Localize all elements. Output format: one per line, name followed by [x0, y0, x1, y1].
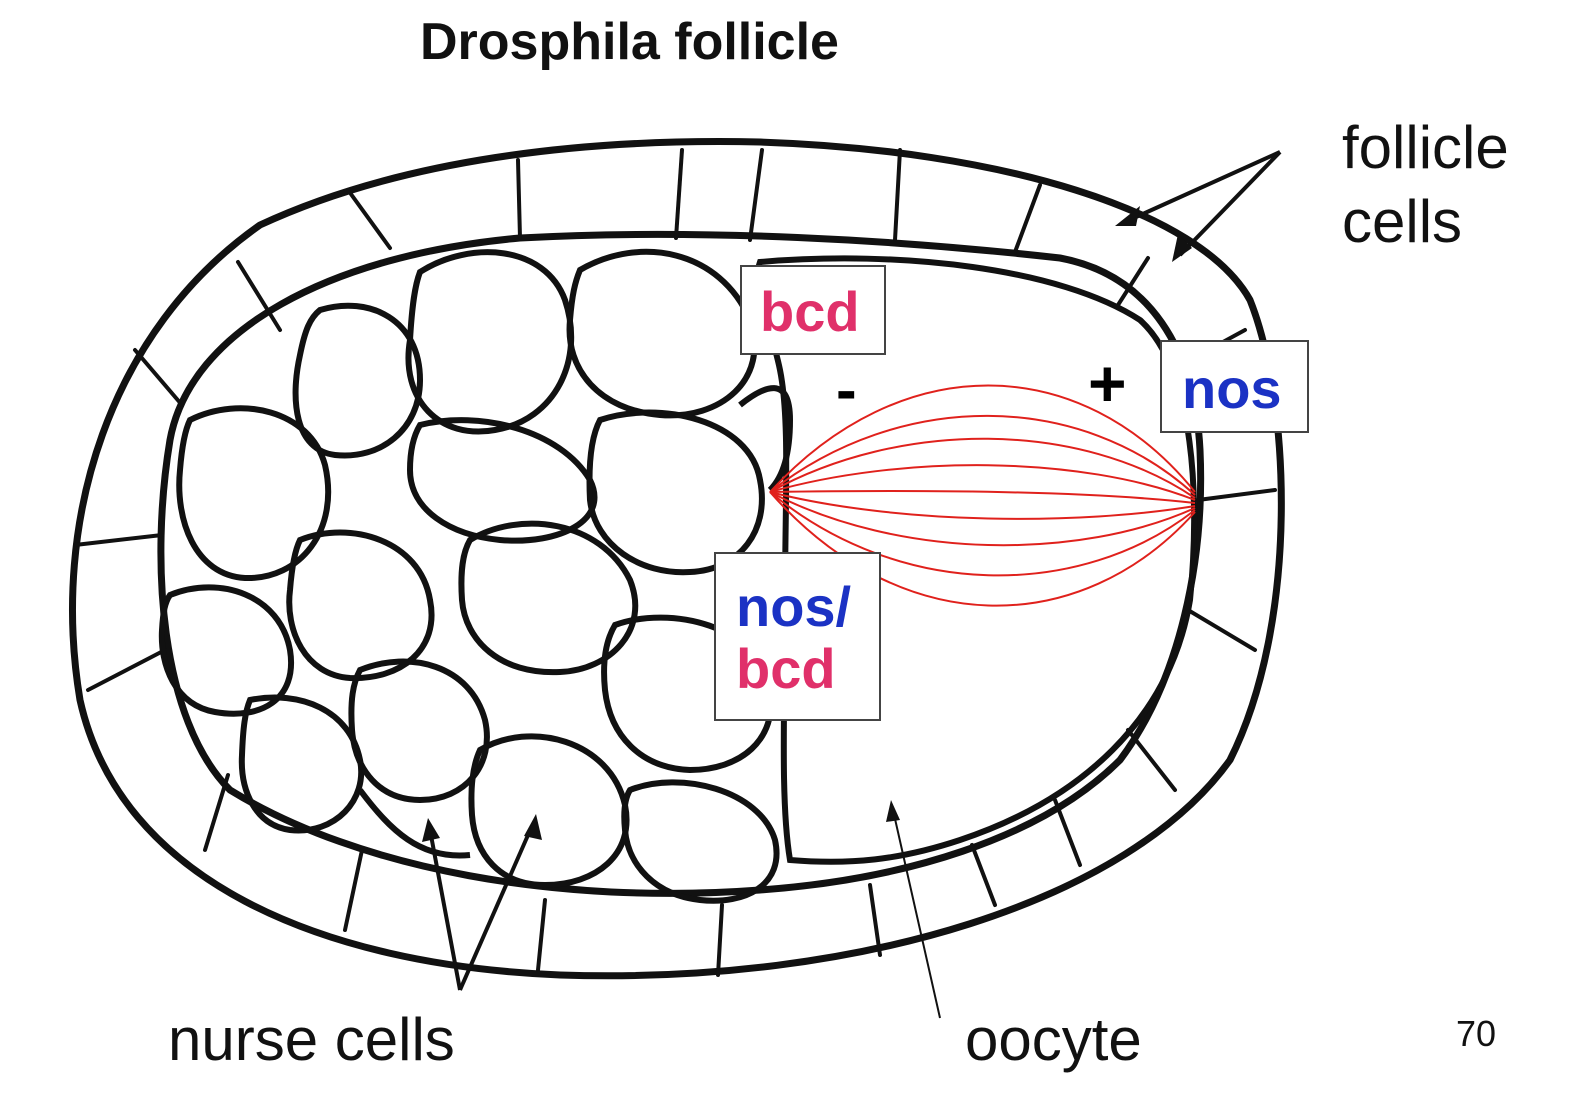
nos-box-label: nos	[1182, 357, 1282, 420]
bcd-box: bcd	[740, 265, 886, 355]
oocyte-label: oocyte	[965, 1006, 1142, 1073]
nurse-cells-label: nurse cells	[168, 1006, 455, 1073]
page-number: 70	[1456, 1013, 1497, 1054]
follicle-cells-label-line2: cells	[1342, 188, 1463, 255]
nos-bcd-box-line2: bcd	[736, 636, 836, 700]
follicle-outer-outline	[69, 138, 1285, 980]
follicle-inner-outline	[157, 230, 1205, 897]
minus-end-sign: -	[836, 356, 857, 425]
nurse-cells	[158, 248, 794, 904]
pointer-arrows	[428, 150, 1282, 1019]
bcd-box-label: bcd	[760, 280, 860, 343]
arrowheads	[422, 206, 1192, 842]
plus-end-sign: +	[1088, 346, 1127, 420]
nos-bcd-box: nos/ bcd	[714, 552, 881, 721]
follicle-cell-walls	[73, 148, 1277, 977]
nos-bcd-box-line1: nos/	[736, 575, 852, 638]
diagram-title: Drosphila follicle	[420, 13, 839, 71]
nos-box: nos	[1160, 340, 1309, 433]
microtubule-bundle	[769, 384, 1196, 607]
follicle-cells-label-line1: follicle	[1342, 114, 1509, 181]
